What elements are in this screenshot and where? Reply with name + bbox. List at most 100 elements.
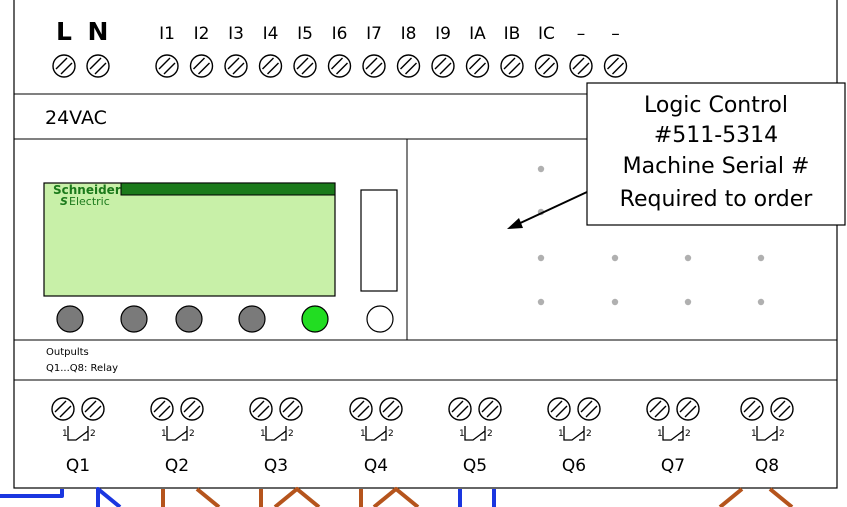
panel-button[interactable] [56, 305, 84, 333]
output-terminal-label: Q6 [562, 456, 586, 476]
input-terminal-label: I9 [435, 24, 451, 44]
output-terminal-label: Q3 [264, 456, 288, 476]
screw-terminal-input [500, 54, 524, 78]
relay-contact-symbol [67, 426, 89, 441]
callout-line-1: Logic Control [644, 93, 788, 118]
outputs-subheading: Q1...Q8: Relay [46, 363, 118, 374]
relay-pin-label-2: 2 [685, 429, 691, 439]
screw-output-2 [676, 397, 700, 421]
terminal-label-n: N [88, 17, 109, 46]
relay-contact-symbol [756, 426, 778, 441]
relay-pin-label-1: 1 [459, 429, 465, 439]
screw-terminal-l [52, 54, 76, 78]
panel-button[interactable] [120, 305, 148, 333]
screw-terminal-input [293, 54, 317, 78]
screw-terminal-input [362, 54, 386, 78]
screw-output-1 [51, 397, 75, 421]
screw-output-2 [81, 397, 105, 421]
screw-terminal-input [155, 54, 179, 78]
relay-pin-label-1: 1 [558, 429, 564, 439]
terminal-label-l: L [56, 17, 72, 46]
screw-output-1 [740, 397, 764, 421]
screw-terminal-input [327, 54, 352, 78]
panel-button[interactable] [366, 305, 394, 333]
input-terminal-label: I6 [332, 24, 348, 44]
outputs-heading: Outpults [46, 347, 89, 358]
output-terminal-label: Q4 [364, 456, 388, 476]
callout-arrowhead [507, 218, 523, 229]
callout-line-2: #511-5314 [654, 123, 778, 148]
input-terminal-label: – [577, 24, 586, 44]
brand-mark: S [60, 195, 68, 208]
memory-slot [360, 189, 398, 292]
indicator-dot [537, 254, 545, 262]
output-terminal-label: Q1 [66, 456, 90, 476]
relay-contact-symbol [662, 426, 684, 441]
callout-line-4: Required to order [620, 187, 814, 212]
screw-terminal-input [534, 54, 559, 78]
screw-output-2 [279, 397, 303, 421]
screw-output-1 [249, 397, 273, 421]
wire [718, 487, 744, 507]
input-terminal-label: I4 [263, 24, 279, 44]
screw-output-2 [577, 397, 601, 421]
input-terminal-label: IC [538, 24, 555, 44]
wire [768, 487, 794, 507]
indicator-dot [611, 254, 619, 262]
screw-terminal-input [189, 54, 214, 78]
panel-button[interactable] [238, 305, 266, 333]
indicator-dot [537, 165, 545, 173]
input-terminal-label: I2 [194, 24, 210, 44]
wire [273, 487, 321, 507]
panel-button[interactable] [175, 305, 203, 333]
relay-contact-symbol [464, 426, 486, 441]
relay-pin-label-2: 2 [487, 429, 493, 439]
screw-terminal-input [603, 54, 628, 78]
wire [0, 489, 64, 498]
input-terminal-label: IA [469, 24, 486, 44]
output-terminal-label: Q5 [463, 456, 487, 476]
brand-subname: Electric [69, 195, 110, 208]
indicator-dot [684, 298, 692, 306]
screw-terminal-input [431, 54, 455, 78]
brand-name: Schneider [53, 183, 121, 197]
relay-pin-label-1: 1 [62, 429, 68, 439]
relay-pin-label-2: 2 [388, 429, 394, 439]
input-terminal-label: I3 [228, 24, 244, 44]
panel-button[interactable] [301, 305, 329, 333]
relay-pin-label-2: 2 [779, 429, 785, 439]
relay-pin-label-1: 1 [260, 429, 266, 439]
screw-output-1 [150, 397, 174, 421]
screw-terminal-input [465, 54, 490, 78]
screw-output-1 [547, 397, 571, 421]
input-terminal-label: I1 [159, 24, 175, 44]
wire [96, 487, 122, 507]
indicator-dot [537, 298, 545, 306]
screw-terminal-input [258, 54, 283, 78]
callout-arrow [515, 191, 588, 226]
relay-pin-label-2: 2 [189, 429, 195, 439]
screw-terminal-input [224, 54, 248, 78]
front-panel-buttons [56, 305, 394, 333]
screw-output-1 [448, 397, 472, 421]
relay-pin-label-2: 2 [586, 429, 592, 439]
relay-contact-symbol [166, 426, 188, 441]
supply-voltage-label: 24VAC [45, 107, 107, 129]
screw-output-2 [180, 397, 204, 421]
bottom-wiring [0, 487, 794, 507]
screw-output-1 [646, 397, 670, 421]
relay-pin-label-2: 2 [288, 429, 294, 439]
indicator-dot [684, 254, 692, 262]
relay-contact-symbol [265, 426, 287, 441]
screw-terminal-input [396, 54, 421, 78]
screw-terminal-input [569, 54, 593, 78]
relay-pin-label-1: 1 [657, 429, 663, 439]
screw-output-1 [349, 397, 373, 421]
output-terminal-label: Q8 [755, 456, 779, 476]
relay-pin-label-2: 2 [90, 429, 96, 439]
callout-box [586, 82, 846, 226]
input-terminal-label: I7 [366, 24, 382, 44]
relay-pin-label-1: 1 [360, 429, 366, 439]
